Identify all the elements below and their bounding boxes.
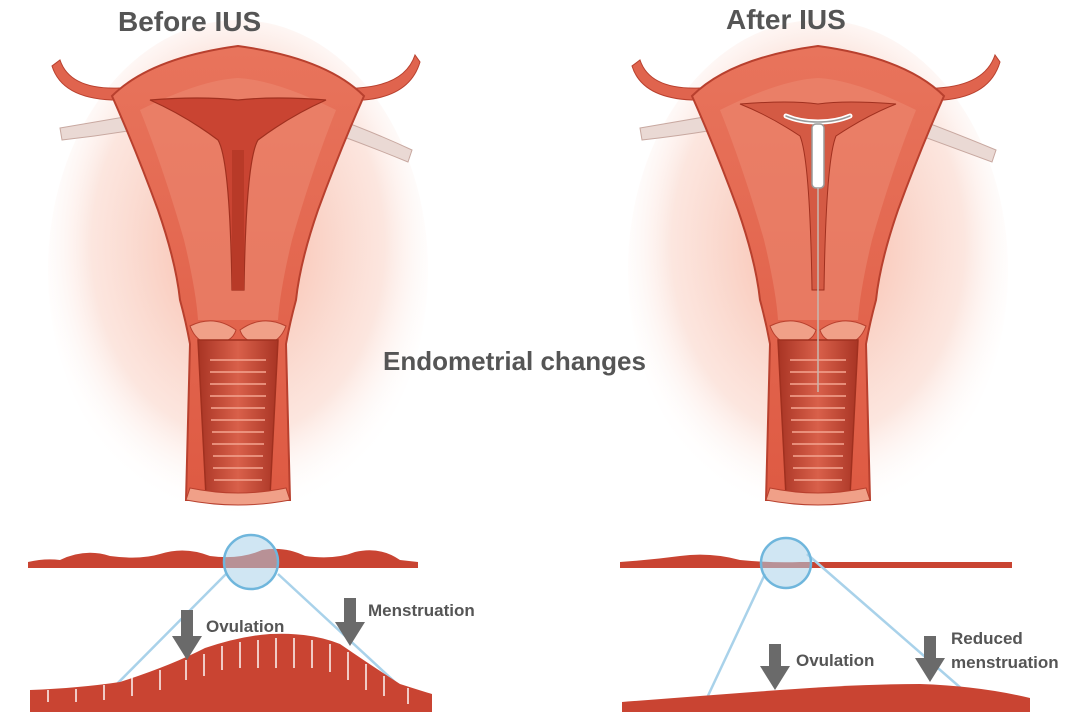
down-arrow-icon bbox=[760, 644, 790, 690]
label-reduced-line2: menstruation bbox=[951, 652, 1059, 673]
label-reduced-line1: Reduced bbox=[951, 628, 1023, 649]
title-after: After IUS bbox=[726, 4, 846, 36]
endometrium-wave-after bbox=[622, 684, 1030, 712]
uterus-before-illustration bbox=[48, 20, 428, 520]
endometrium-wave-before bbox=[30, 634, 432, 712]
title-center: Endometrial changes bbox=[383, 346, 646, 377]
title-before: Before IUS bbox=[118, 6, 261, 38]
down-arrow-icon bbox=[915, 636, 945, 682]
label-ovulation-before: Ovulation bbox=[206, 616, 284, 637]
label-menstruation-before: Menstruation bbox=[368, 600, 475, 621]
label-ovulation-after: Ovulation bbox=[796, 650, 874, 671]
down-arrow-icon bbox=[335, 598, 365, 646]
